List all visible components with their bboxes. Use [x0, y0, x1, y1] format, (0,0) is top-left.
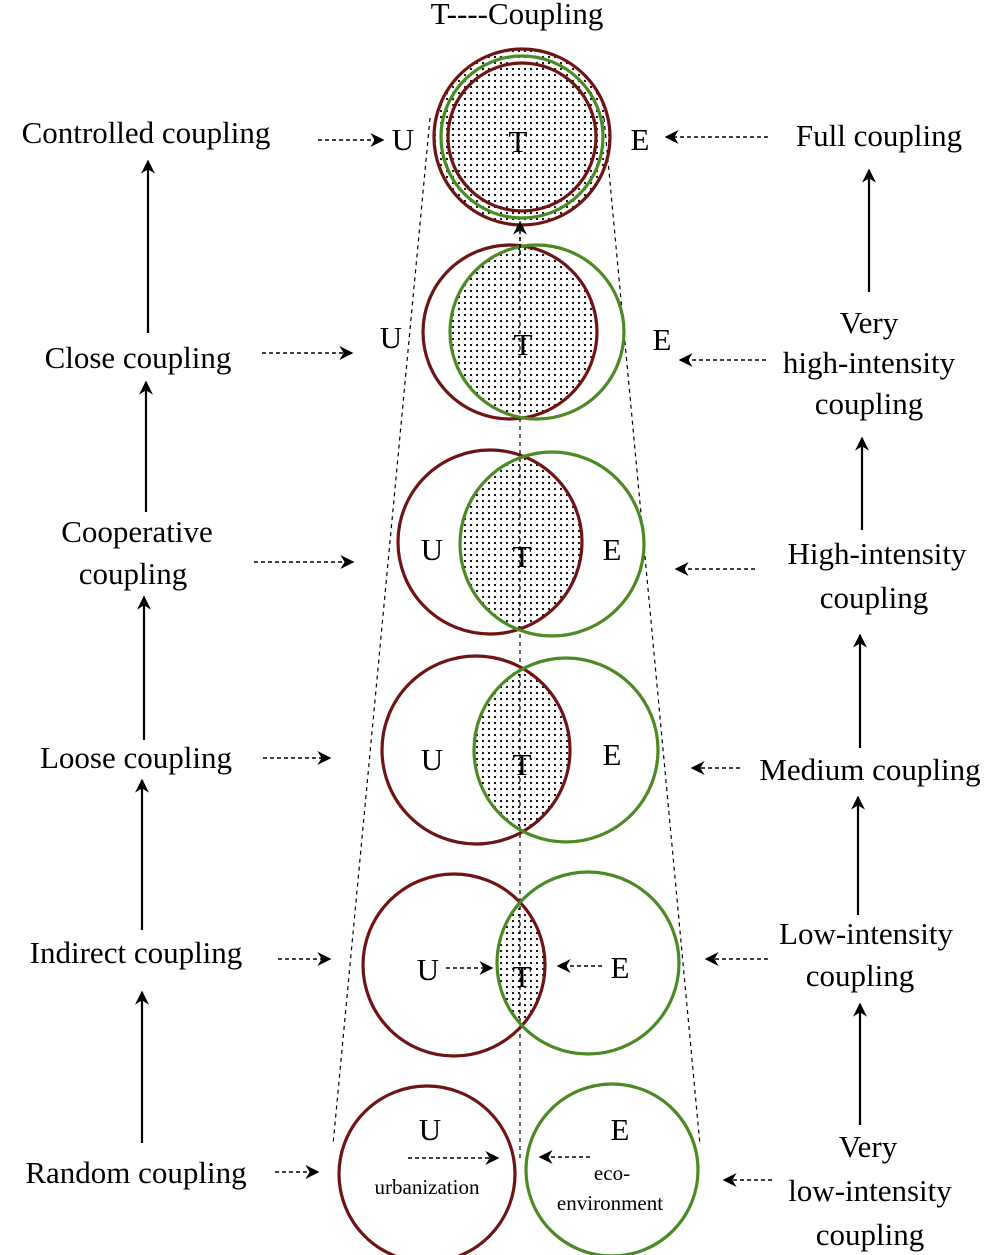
left-stage-4-label: Loose coupling — [40, 740, 232, 775]
t-label: T — [513, 959, 532, 994]
left-stage-labels: Controlled coupling Close coupling Coope… — [22, 115, 271, 1190]
right-stage-6-label-line3: coupling — [816, 1217, 925, 1252]
eco-label-line1: eco- — [594, 1161, 630, 1185]
left-stage-6-label: Random coupling — [25, 1155, 246, 1190]
eco-label-line2: environment — [557, 1191, 663, 1215]
environment-circle — [495, 870, 681, 1056]
t-label: T — [509, 124, 528, 159]
right-stage-2-label-line2: high-intensity — [783, 345, 956, 380]
urbanization-circle — [337, 1084, 517, 1255]
right-stage-labels: Full coupling Very high-intensity coupli… — [759, 118, 980, 1252]
venn-stage-3: U T E — [396, 448, 646, 638]
right-stage-3-label-line2: coupling — [820, 580, 929, 615]
diagram-title: T----Coupling — [431, 0, 604, 31]
urbanization-circle-inner — [446, 61, 598, 213]
e-label: E — [631, 122, 650, 157]
left-stage-3-label-line1: Cooperative — [61, 514, 213, 549]
environment-circle — [524, 1082, 700, 1255]
u-label: U — [380, 320, 402, 355]
right-stage-5-label-line2: coupling — [806, 958, 915, 993]
venn-stage-1: U T E — [392, 47, 650, 227]
urbanization-circle — [396, 448, 584, 636]
environment-circle — [458, 450, 646, 638]
right-stage-2-label-line3: coupling — [815, 386, 924, 421]
e-label: E — [603, 532, 622, 567]
u-label: U — [392, 122, 414, 157]
right-stage-4-label: Medium coupling — [759, 752, 980, 787]
left-stage-5-label: Indirect coupling — [30, 935, 243, 970]
right-stage-1-label: Full coupling — [796, 118, 962, 153]
e-label: E — [603, 737, 622, 772]
urbanization-circle — [361, 872, 547, 1058]
venn-stage-2: U T E — [380, 243, 672, 421]
right-stage-6-label-line2: low-intensity — [788, 1173, 952, 1208]
urbanization-circle — [421, 243, 599, 421]
e-label: E — [611, 1112, 630, 1147]
left-stage-2-label: Close coupling — [45, 340, 232, 375]
left-stage-3-label-line2: coupling — [79, 556, 188, 591]
t-label: T — [513, 539, 532, 574]
environment-circle — [472, 656, 660, 844]
left-stage-1-label: Controlled coupling — [22, 115, 271, 150]
t-label: T — [513, 747, 532, 782]
urbanization-circle — [380, 654, 572, 846]
venn-stage-4: U T E — [380, 654, 660, 846]
u-label: U — [417, 952, 439, 987]
e-label: E — [611, 950, 630, 985]
u-label: U — [419, 1112, 441, 1147]
left-progression-arrows — [135, 159, 155, 1143]
left-pointer-arrows — [254, 133, 385, 1179]
environment-circle — [439, 54, 605, 220]
right-stage-3-label-line1: High-intensity — [787, 536, 967, 571]
t-label: T — [514, 327, 533, 362]
environment-circle — [448, 243, 626, 421]
trapezoid-guides — [332, 117, 701, 1160]
venn-stage-5: U T E — [361, 870, 681, 1058]
right-pointer-arrows — [664, 130, 772, 1187]
e-label: E — [653, 322, 672, 357]
right-stage-5-label-line1: Low-intensity — [779, 916, 953, 951]
right-stage-6-label-line1: Very — [839, 1129, 898, 1164]
urbanization-label: urbanization — [375, 1175, 480, 1199]
venn-stage-6: U E urbanization eco- environment — [337, 1082, 700, 1255]
u-label: U — [421, 532, 443, 567]
right-progression-arrows — [851, 168, 876, 1125]
right-stage-2-label-line1: Very — [840, 305, 899, 340]
u-label: U — [421, 742, 443, 777]
